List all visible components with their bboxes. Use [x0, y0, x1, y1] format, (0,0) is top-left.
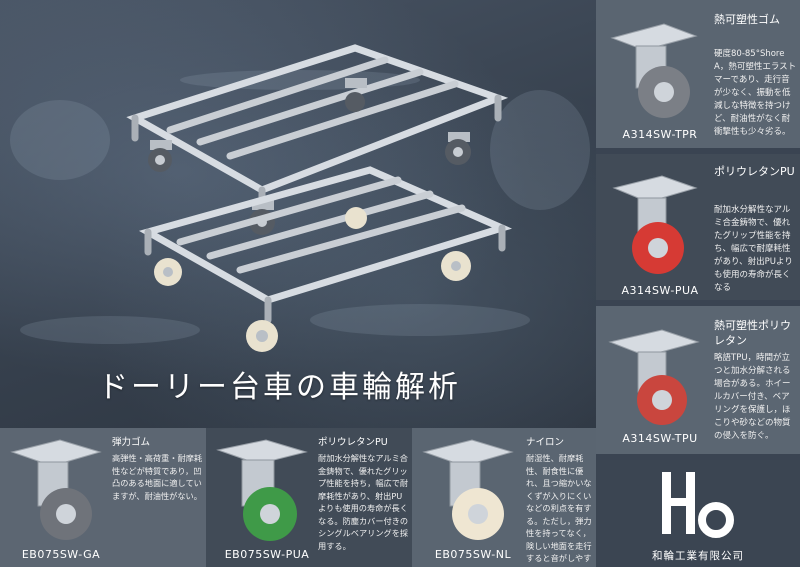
- card-nl-title: ナイロン: [526, 437, 565, 448]
- panel-pua-description: 耐加水分解性なアルミ合金鋳物で、優れたグリップ性能を持ち、幅広で耐摩耗性があり、…: [714, 205, 793, 293]
- card-nl-model: EB075SW-NL: [434, 548, 512, 561]
- dolly-lower: [138, 166, 513, 324]
- card-ga-description: 高弾性・高荷重・耐摩耗性などが特質であり，凹凸のある地面に適していますが、耐油性…: [112, 453, 203, 501]
- caster-pua-image: [612, 175, 698, 274]
- ho-logo-mark: [662, 472, 734, 538]
- panel-pua: ポリウレタンPU 耐加水分解性なアルミ合金鋳物で、優れたグリップ性能を持ち、幅広…: [596, 154, 800, 300]
- panel-tpr-title: 熱可塑性ゴム: [714, 13, 780, 26]
- caster-pua-green-image: [216, 439, 308, 541]
- panel-tpu-description: 略語TPU，時間が立つと加水分解される場合がある。ホイールカバー付き、ベアリング…: [714, 353, 791, 441]
- panel-tpr-model: A314SW-TPR: [622, 128, 698, 141]
- card-ga-title: 弾力ゴム: [112, 437, 151, 448]
- card-ga-model: EB075SW-GA: [21, 548, 101, 561]
- caster-tpr-image: [610, 23, 698, 118]
- company-logo: 和輪工業有限公司: [596, 460, 800, 567]
- card-pua-description: 耐加水分解性なアルミ合金鋳物で、優れたグリップ性能を持ち，幅広で耐摩耗性があり、…: [318, 453, 409, 551]
- dolly-illustration: [10, 44, 590, 352]
- caster-ga-image: [10, 439, 102, 540]
- caster-tpu-image: [608, 329, 700, 425]
- card-nl: ナイロン 耐湿性、耐摩耗性、耐食性に優れ、且つ縮かいなくずが入りにくいなどの利点…: [412, 428, 596, 567]
- company-name: 和輪工業有限公司: [652, 550, 744, 562]
- dolly-lower-wheels: [154, 207, 471, 352]
- panel-tpu: 熱可塑性ポリウレタン 略語TPU，時間が立つと加水分解される場合がある。ホイール…: [596, 306, 800, 454]
- panel-tpr-description: 硬度80-85°Shore A，熱可塑性エラストマーであり、走行音が少なく、振動…: [714, 49, 797, 137]
- hero-title: ドーリー台車の車輪解析: [98, 370, 461, 405]
- panel-tpr: 熱可塑性ゴム 硬度80-85°Shore A，熱可塑性エラストマーであり、走行音…: [596, 0, 800, 148]
- card-ga: 弾力ゴム 高弾性・高荷重・耐摩耗性などが特質であり，凹凸のある地面に適しています…: [0, 428, 208, 567]
- panel-pua-title: ポリウレタンPU: [714, 165, 795, 178]
- panel-pua-model: A314SW-PUA: [621, 284, 699, 297]
- card-pua-title: ポリウレタンPU: [318, 437, 388, 448]
- card-pua-model: EB075SW-PUA: [224, 548, 310, 561]
- hero-banner: ドーリー台車の車輪解析: [0, 0, 596, 428]
- card-nl-description: 耐湿性、耐摩耗性、耐食性に優れ、且つ縮かいなくずが入りにくいなどの利点を有する。…: [526, 453, 592, 567]
- caster-nl-image: [422, 439, 514, 540]
- panel-tpu-title: 熱可塑性ポリウレタン: [714, 319, 791, 347]
- panel-tpu-model: A314SW-TPU: [622, 432, 698, 445]
- card-pua: ポリウレタンPU 耐加水分解性なアルミ合金鋳物で、優れたグリップ性能を持ち，幅広…: [206, 428, 412, 567]
